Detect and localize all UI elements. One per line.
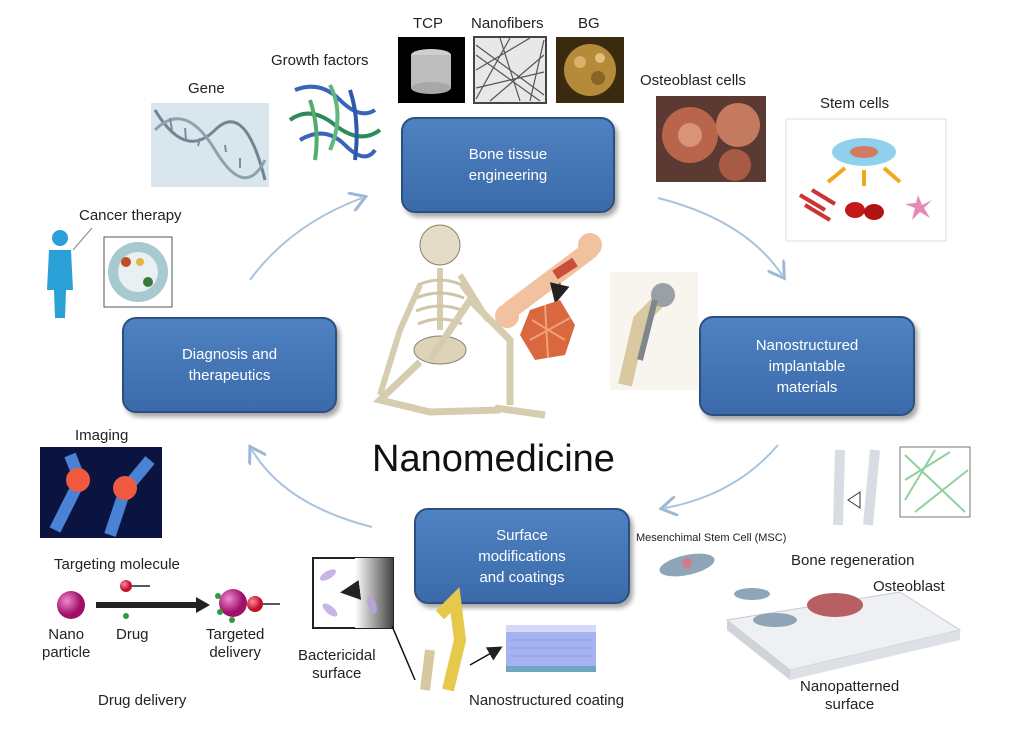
label-tcp: TCP [413, 15, 443, 32]
node-surface-modifications: Surface modifications and coatings [414, 508, 630, 604]
label-nanopatterned-surface: Nanopatterned surface [800, 678, 900, 713]
label-osteoblast: Osteoblast [873, 578, 945, 595]
arrow-surface-to-diagnosis [252, 450, 373, 528]
label-bone-regeneration: Bone regeneration [791, 552, 915, 569]
label-growth-factors: Growth factors [271, 52, 369, 69]
label-drug-delivery: Drug delivery [98, 692, 187, 709]
label-nanostructured-coating: Nanostructured coating [469, 692, 625, 709]
arrow-implant-to-surface [665, 444, 779, 508]
label-gene: Gene [188, 80, 225, 97]
node-bone-tissue-engineering: Bone tissue engineering [401, 117, 615, 213]
arrow-bone-to-implant [657, 197, 782, 275]
label-drug: Drug [116, 626, 149, 643]
node-nanostructured-implantable-materials: Nanostructured implantable materials [699, 316, 915, 416]
label-nano-particle: Nano particle [42, 626, 91, 661]
label-osteoblast-cells: Osteoblast cells [640, 72, 746, 89]
node-diagnosis-therapeutics: Diagnosis and therapeutics [122, 317, 337, 413]
label-imaging: Imaging [75, 427, 129, 444]
label-cancer-therapy: Cancer therapy [79, 207, 182, 224]
label-stem-cells: Stem cells [820, 95, 890, 112]
label-targeting-molecule: Targeting molecule [54, 556, 180, 573]
arrow-diagnosis-to-bone [249, 198, 362, 281]
label-bg: BG [578, 15, 600, 32]
label-bactericidal-surface: Bactericidal surface [298, 647, 376, 682]
diagram-title: Nanomedicine [372, 438, 615, 480]
label-nanofibers: Nanofibers [471, 15, 544, 32]
label-msc: Mesenchimal Stem Cell (MSC) [636, 532, 787, 544]
label-targeted-delivery: Targeted delivery [206, 626, 265, 661]
